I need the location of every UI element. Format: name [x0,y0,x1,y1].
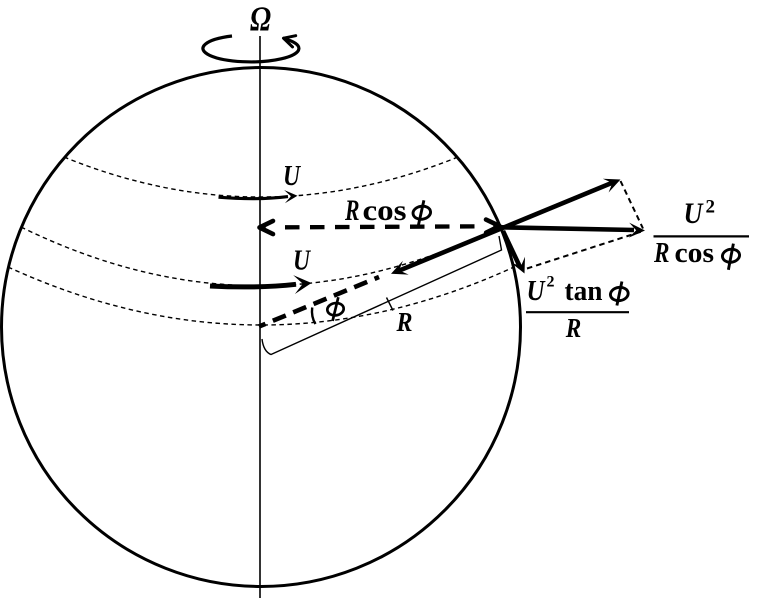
svg-text:U: U [293,246,311,277]
svg-text:cos: cos [675,238,715,269]
svg-text:cos: cos [363,194,407,227]
svg-text:2: 2 [706,197,716,218]
svg-text:R: R [565,313,581,343]
svg-text:U: U [684,197,704,230]
svg-text:Ω: Ω [250,0,271,39]
svg-text:tan: tan [565,276,603,307]
svg-text:U: U [283,161,301,192]
svg-text:R: R [396,307,413,337]
svg-text:U: U [527,276,547,307]
svg-text:R: R [344,194,359,227]
svg-text:R: R [653,238,669,269]
svg-text:2: 2 [547,274,555,291]
